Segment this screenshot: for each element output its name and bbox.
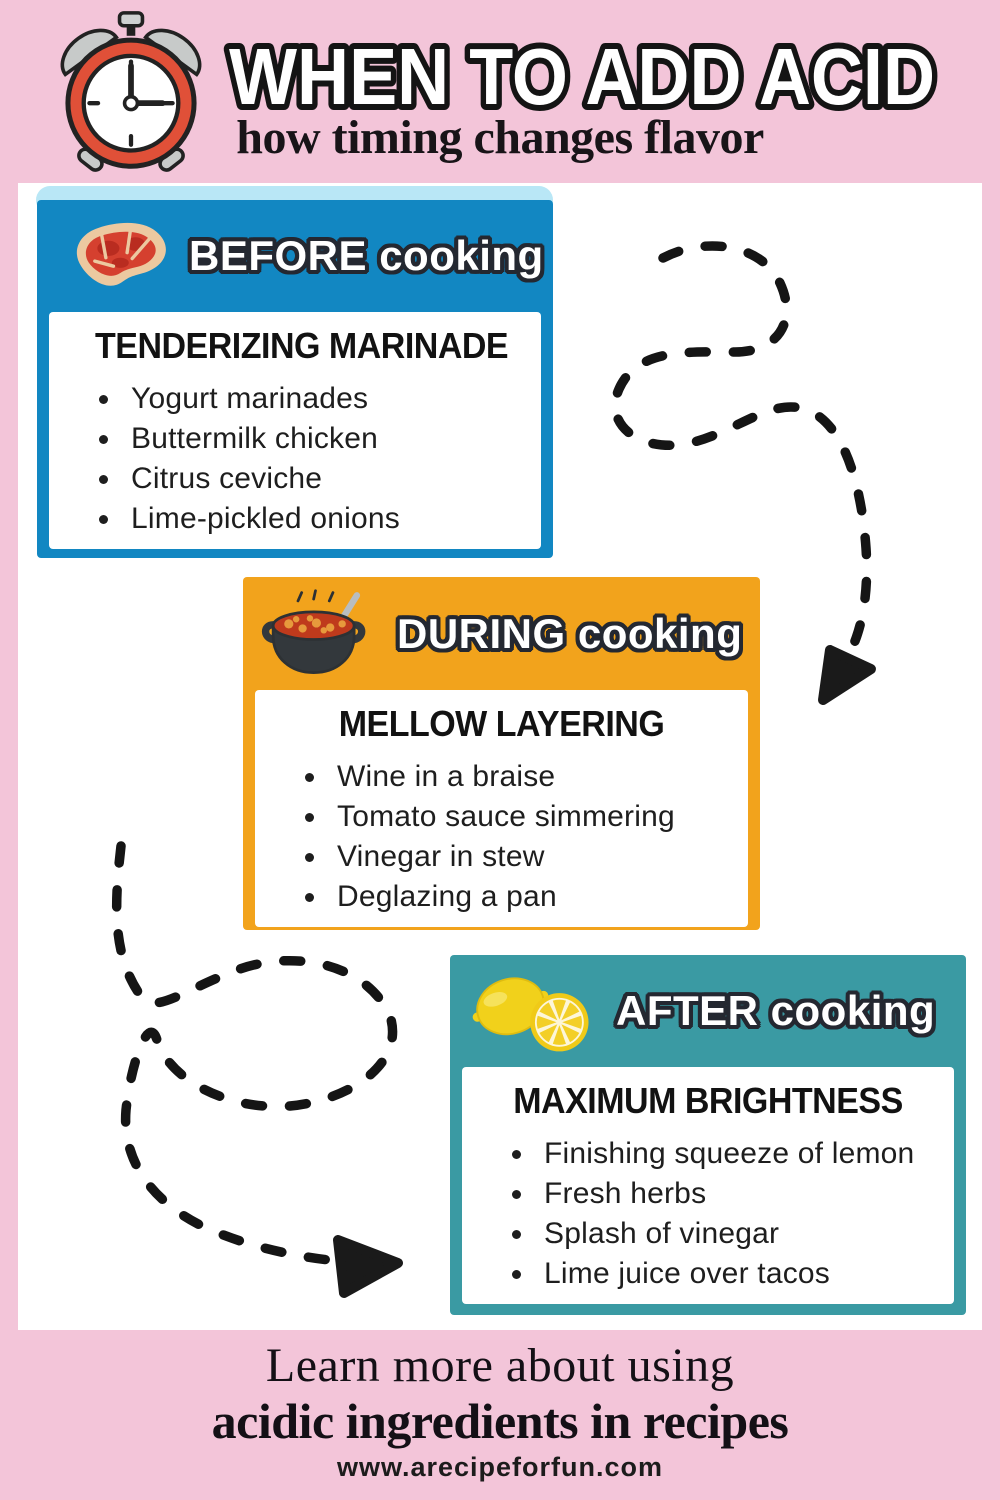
- card-during-label-rest: cooking: [577, 609, 743, 657]
- bullet-item: Citrus ceviche: [123, 459, 523, 499]
- card-before-label-rest: cooking: [379, 232, 544, 279]
- card-before-body: TENDERIZING MARINADE Yogurt marinades Bu…: [49, 312, 541, 549]
- card-after-label-strong: AFTER: [616, 987, 759, 1034]
- bullet-item: Yogurt marinades: [123, 379, 523, 419]
- card-during-header: DURING cooking: [243, 577, 760, 690]
- bullet-item: Wine in a braise: [329, 757, 730, 797]
- card-before-headline: TENDERIZING MARINADE: [95, 326, 509, 367]
- footer-url: www.arecipeforfun.com: [336, 1452, 664, 1482]
- card-after-cooking: AFTER cooking MAXIMUM BRIGHTNESS Finishi…: [450, 955, 966, 1315]
- card-after-body: MAXIMUM BRIGHTNESS Finishing squeeze of …: [462, 1067, 954, 1304]
- page-title: WHEN TO ADD ACID: [229, 32, 935, 121]
- bullet-item: Buttermilk chicken: [123, 419, 523, 459]
- bullet-item: Fresh herbs: [536, 1174, 936, 1214]
- bullet-item: Deglazing a pan: [329, 877, 730, 917]
- stew-pot-icon: [261, 588, 366, 674]
- card-before-label-strong: BEFORE: [189, 232, 368, 279]
- bullet-item: Vinegar in stew: [329, 837, 730, 877]
- alarm-clock-icon: [60, 11, 202, 172]
- card-after-headline: MAXIMUM BRIGHTNESS: [513, 1081, 903, 1122]
- footer-line-2: acidic ingredients in recipes: [211, 1393, 789, 1449]
- bullet-item: Lime-pickled onions: [123, 499, 523, 539]
- steak-icon: [76, 222, 166, 286]
- bullet-item: Tomato sauce simmering: [329, 797, 730, 837]
- bullet-item: Splash of vinegar: [536, 1214, 936, 1254]
- page-subtitle: how timing changes flavor: [236, 111, 764, 164]
- card-before-bullet-list: Yogurt marinades Buttermilk chicken Citr…: [67, 379, 523, 539]
- page-title-art: WHEN TO ADD ACID: [223, 28, 941, 124]
- card-after-label-rest: cooking: [770, 987, 936, 1034]
- card-before-cooking: BEFORE cooking TENDERIZING MARINADE Yogu…: [37, 200, 553, 558]
- card-during-cooking: DURING cooking MELLOW LAYERING Wine in a…: [243, 577, 760, 930]
- card-during-body: MELLOW LAYERING Wine in a braise Tomato …: [255, 690, 748, 927]
- card-during-bullet-list: Wine in a braise Tomato sauce simmering …: [273, 757, 730, 917]
- card-before-header: BEFORE cooking: [37, 200, 553, 312]
- lemon-icon: [472, 977, 589, 1052]
- bullet-item: Finishing squeeze of lemon: [536, 1134, 936, 1174]
- footer-line-1: Learn more about using: [265, 1339, 735, 1392]
- card-during-headline: MELLOW LAYERING: [338, 704, 665, 745]
- card-during-label: DURING cooking: [397, 610, 742, 658]
- card-before-label: BEFORE cooking: [189, 232, 544, 280]
- card-after-label: AFTER cooking: [616, 987, 935, 1035]
- card-after-header: AFTER cooking: [450, 955, 966, 1067]
- bullet-item: Lime juice over tacos: [536, 1254, 936, 1294]
- card-during-label-strong: DURING: [397, 609, 566, 657]
- card-after-bullet-list: Finishing squeeze of lemon Fresh herbs S…: [480, 1134, 936, 1294]
